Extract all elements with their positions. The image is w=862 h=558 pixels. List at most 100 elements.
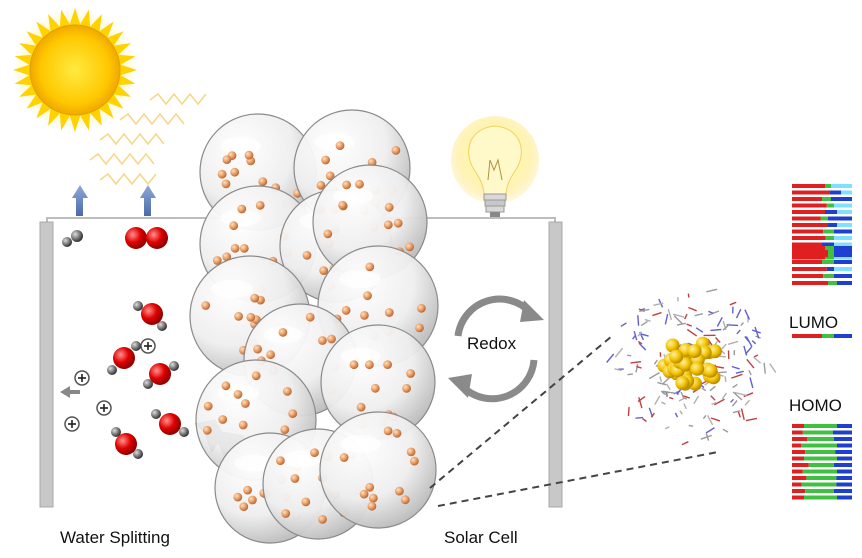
gold-atom: [687, 344, 702, 359]
ligand-bond: [638, 397, 643, 409]
nanoparticle-dot: [202, 425, 212, 435]
ligand-bond: [746, 358, 755, 369]
nanoparticle-dot: [201, 301, 211, 310]
ligand-bond: [734, 391, 747, 397]
ligand-bond: [728, 340, 739, 345]
sphere-highlight: [332, 187, 373, 205]
ligand-bond: [684, 313, 688, 320]
ligand-bond: [676, 322, 686, 326]
orbital-segment: [826, 203, 834, 208]
ligand-bond: [693, 395, 700, 405]
orbital-segment: [832, 430, 852, 435]
ligand-bond: [673, 313, 685, 318]
ligand-bond: [679, 410, 683, 415]
sphere-highlight: [220, 209, 261, 227]
orbital-segment: [837, 223, 852, 227]
nanoparticle-dot: [301, 497, 311, 507]
gold-atom: [690, 361, 705, 376]
orbital-segment: [792, 223, 828, 227]
nanoparticle-dot: [342, 180, 351, 190]
orbital-segment: [825, 236, 834, 240]
ligand-bond: [719, 355, 726, 358]
orbital-segment: [792, 190, 830, 195]
orbital-segment: [825, 210, 837, 214]
nanoparticle-dot: [349, 360, 359, 370]
orbital-segment: [837, 495, 852, 500]
ligand-bond: [751, 340, 757, 345]
nanoparticle-dot: [281, 509, 291, 518]
ligand-bond: [664, 313, 669, 325]
orbital-segment: [805, 489, 834, 493]
ligand-bond: [710, 417, 721, 422]
ligand-bond: [732, 383, 738, 389]
nanoparticle-dot: [367, 501, 377, 511]
orbital-segment: [834, 246, 852, 250]
orbital-segment: [806, 476, 837, 480]
lumo-label: LUMO: [789, 313, 839, 332]
ligand-bond: [644, 318, 651, 322]
ligand-bond: [686, 323, 693, 327]
ligand-bond: [744, 399, 751, 406]
ligand-bond: [661, 391, 669, 397]
orbital-segment: [820, 216, 828, 221]
oxygen-atom: [149, 363, 171, 385]
orbital-segment: [792, 463, 809, 467]
nanoparticle-dot: [395, 486, 404, 496]
ligand-bond: [648, 371, 660, 380]
nanoparticle-dot: [321, 155, 330, 165]
redox-label: Redox: [467, 334, 517, 353]
ligand-bond: [706, 415, 714, 426]
mesoporous-sphere: [319, 411, 437, 529]
ligand-bond: [674, 412, 679, 418]
orbital-segment: [834, 242, 852, 247]
orbital-segment: [792, 203, 827, 208]
ligand-bond: [695, 327, 704, 333]
ligand-bond: [744, 309, 751, 320]
right-electrode: [548, 221, 563, 508]
orbital-segment: [823, 274, 834, 278]
hydrogen-atom: [169, 361, 179, 371]
ligand-bond: [673, 315, 683, 325]
ligand-bond: [729, 301, 737, 306]
nanoparticle-dot: [406, 447, 416, 457]
orbital-segment: [841, 190, 852, 195]
nanoparticle-dot: [212, 256, 222, 265]
orbital-segment: [804, 424, 837, 428]
ligand-bond: [652, 311, 662, 317]
ligand-bond: [763, 362, 766, 374]
nanoparticle-dot: [258, 177, 268, 187]
ligand-bond: [661, 377, 670, 385]
up-arrow-icon: [72, 185, 156, 216]
orbital-segment: [808, 463, 834, 467]
ligand-bond: [686, 328, 698, 337]
ligand-bond: [705, 427, 715, 434]
nanoparticle-dot: [276, 456, 285, 466]
orbital-segment: [792, 246, 825, 250]
hydrogen-atom: [71, 230, 83, 242]
orbital-segment: [802, 469, 837, 474]
orbital-segment: [828, 253, 834, 257]
nanoparticle-dot: [290, 474, 300, 483]
ligand-bond: [730, 398, 735, 403]
nanoparticle-dot: [391, 146, 401, 155]
gold-atom: [675, 376, 690, 390]
nanoparticle-dot: [239, 244, 249, 253]
orbital-diagram: [792, 184, 852, 500]
orbital-segment: [792, 443, 801, 448]
ligand-bond: [637, 340, 643, 345]
gold-atom: [669, 349, 684, 364]
ligand-bond: [753, 356, 762, 364]
ligand-bond: [721, 343, 727, 350]
orbital-segment: [837, 281, 852, 285]
orbital-segment: [804, 456, 837, 461]
nanoparticle-dot: [316, 180, 326, 190]
ligand-bond: [751, 329, 761, 334]
hydrogen-atom: [157, 321, 167, 331]
ligand-bond: [620, 322, 627, 327]
ligand-bond: [737, 410, 741, 418]
nanoparticle-dot: [255, 200, 265, 210]
orbital-segment: [836, 482, 852, 487]
orbital-segment: [822, 242, 834, 247]
orbital-segment: [834, 253, 852, 257]
ligand-bond: [683, 403, 687, 410]
